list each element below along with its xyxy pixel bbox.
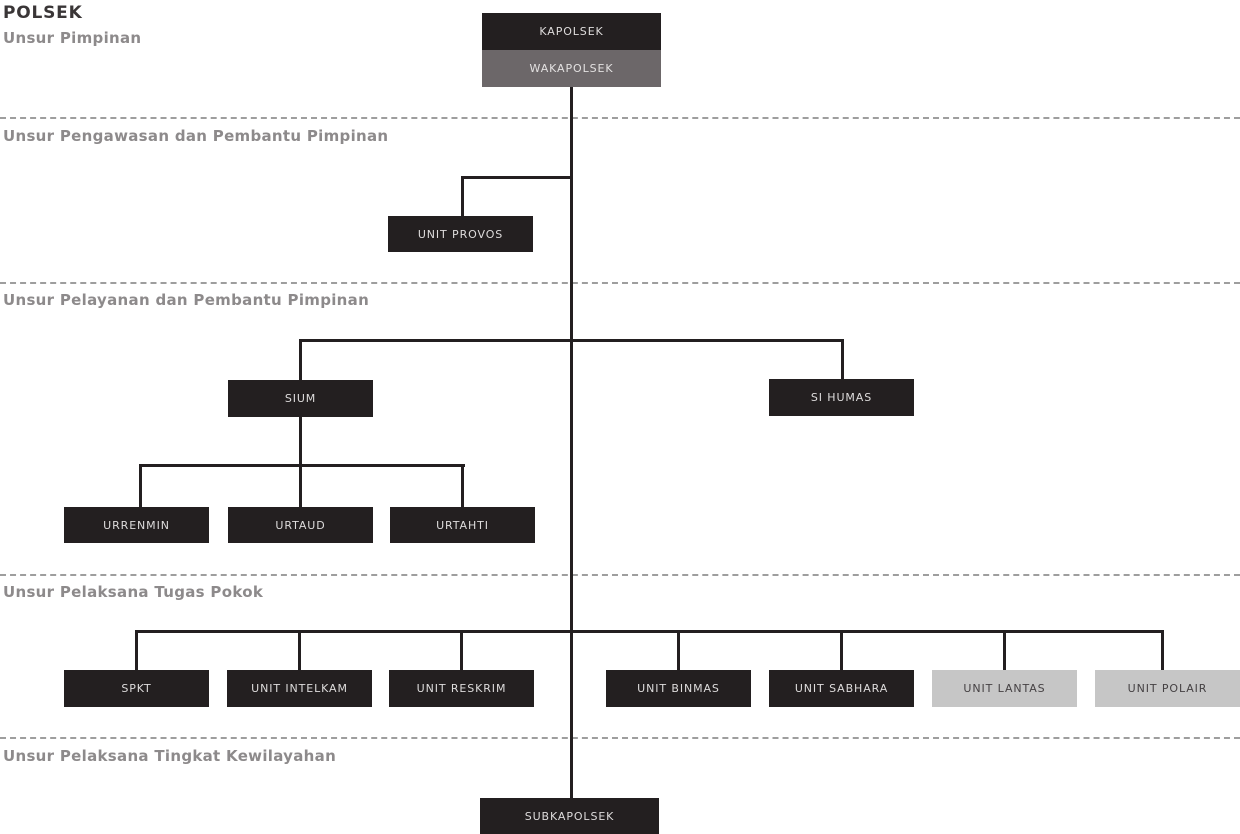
- connector-binmas-drop: [677, 630, 680, 672]
- connector-main-trunk: [570, 86, 573, 799]
- connector-sium-stem: [299, 416, 302, 467]
- node-unit-binmas: UNIT BINMAS: [606, 670, 751, 707]
- section-label-pelayanan: Unsur Pelayanan dan Pembantu Pimpinan: [3, 291, 370, 309]
- section-divider-2: [0, 282, 1240, 284]
- connector-urtahti-drop: [461, 464, 464, 509]
- node-si-humas: SI HUMAS: [769, 379, 914, 416]
- section-label-pimpinan: Unsur Pimpinan: [3, 29, 142, 47]
- connector-provos-drop: [461, 176, 464, 218]
- connector-pelayanan-horizontal: [299, 339, 844, 342]
- section-label-pelaksana-tugas-pokok: Unsur Pelaksana Tugas Pokok: [3, 583, 264, 601]
- node-urtaud: URTAUD: [228, 507, 373, 543]
- connector-polair-drop: [1161, 630, 1164, 672]
- node-subkapolsek: SUBKAPOLSEK: [480, 798, 659, 834]
- page-title: POLSEK: [3, 3, 83, 23]
- connector-urrenmin-drop: [139, 464, 142, 509]
- connector-sihumas-drop: [841, 339, 844, 382]
- node-spkt: SPKT: [64, 670, 209, 707]
- section-label-pelaksana-kewilayahan: Unsur Pelaksana Tingkat Kewilayahan: [3, 747, 337, 765]
- node-unit-provos: UNIT PROVOS: [388, 216, 533, 252]
- connector-urtaud-drop: [299, 464, 302, 509]
- connector-spkt-drop: [135, 630, 138, 672]
- connector-reskrim-drop: [460, 630, 463, 672]
- section-divider-4: [0, 737, 1240, 739]
- connector-sabhara-drop: [840, 630, 843, 672]
- connector-lantas-drop: [1003, 630, 1006, 672]
- connector-provos-horizontal: [461, 176, 572, 179]
- connector-intelkam-drop: [298, 630, 301, 672]
- node-wakapolsek: WAKAPOLSEK: [482, 50, 661, 87]
- node-unit-reskrim: UNIT RESKRIM: [389, 670, 534, 707]
- node-unit-lantas: UNIT LANTAS: [932, 670, 1077, 707]
- node-unit-sabhara: UNIT SABHARA: [769, 670, 914, 707]
- connector-units-horizontal: [135, 630, 1164, 633]
- section-divider-3: [0, 574, 1240, 576]
- section-label-pengawasan: Unsur Pengawasan dan Pembantu Pimpinan: [3, 127, 389, 145]
- connector-sium-drop: [299, 339, 302, 382]
- node-urrenmin: URRENMIN: [64, 507, 209, 543]
- section-divider-1: [0, 117, 1240, 119]
- node-unit-polair: UNIT POLAIR: [1095, 670, 1240, 707]
- node-unit-intelkam: UNIT INTELKAM: [227, 670, 372, 707]
- connector-ur-horizontal: [139, 464, 465, 467]
- node-sium: SIUM: [228, 380, 373, 417]
- node-kapolsek: KAPOLSEK: [482, 13, 661, 50]
- node-urtahti: URTAHTI: [390, 507, 535, 543]
